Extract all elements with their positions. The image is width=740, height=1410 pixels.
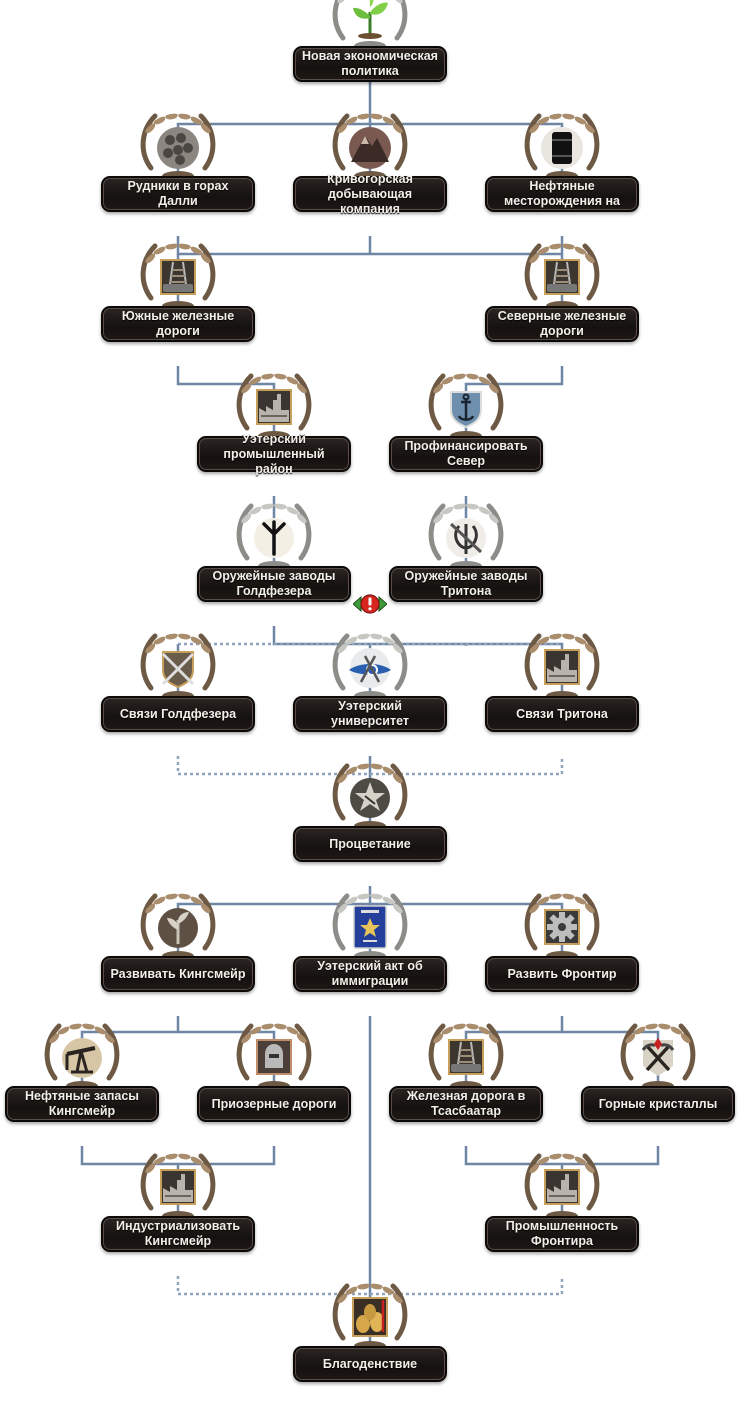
focus-goldfezer_arms[interactable]: Оружейные заводы Голдфезера	[194, 496, 354, 628]
focus-tsasbaatar_rail[interactable]: Железная дорога в Тсасбаатар	[386, 1016, 546, 1148]
focus-label[interactable]: Оружейные заводы Тритона	[389, 566, 543, 602]
focus-label[interactable]: Уэтерский промышленный район	[197, 436, 351, 472]
focus-label-text: Индустриализовать Кингсмейр	[109, 1219, 247, 1249]
focus-label-text: Развить Фронтир	[507, 967, 616, 982]
focus-label-text: Связи Голдфезера	[120, 707, 236, 722]
focus-label-text: Уэтерский промышленный район	[205, 432, 343, 477]
focus-kings_oil[interactable]: Нефтяные запасы Кингсмейр	[2, 1016, 162, 1148]
focus-label[interactable]: Нефтяные запасы Кингсмейр	[5, 1086, 159, 1122]
focus-label[interactable]: Горные кристаллы	[581, 1086, 735, 1122]
focus-label-text: Уэтерский акт об иммиграции	[301, 959, 439, 989]
focus-label[interactable]: Промышленность Фронтира	[485, 1216, 639, 1252]
focus-fund_north[interactable]: Профинансировать Север	[386, 366, 546, 498]
focus-label-text: Приозерные дороги	[212, 1097, 337, 1112]
focus-develop_kings[interactable]: Развивать Кингсмейр	[98, 886, 258, 1018]
focus-label[interactable]: Процветание	[293, 826, 447, 862]
focus-label[interactable]: Новая экономическая политика	[293, 46, 447, 82]
focus-label-text: Горные кристаллы	[599, 1097, 718, 1112]
focus-krivogor[interactable]: Кривогорская добывающая компания	[290, 106, 450, 238]
focus-label-text: Промышленность Фронтира	[493, 1219, 631, 1249]
focus-label[interactable]: Оружейные заводы Голдфезера	[197, 566, 351, 602]
focus-triton_arms[interactable]: Оружейные заводы Тритона	[386, 496, 546, 628]
focus-label-text: Южные железные дороги	[109, 309, 247, 339]
focus-lakeside_roads[interactable]: Приозерные дороги	[194, 1016, 354, 1148]
focus-label-text: Уэтерский университет	[301, 699, 439, 729]
focus-label[interactable]: Рудники в горах Далли	[101, 176, 255, 212]
focus-label-text: Оружейные заводы Тритона	[397, 569, 535, 599]
focus-label[interactable]: Уэтерский университет	[293, 696, 447, 732]
focus-label-text: Благоденствие	[323, 1357, 417, 1372]
focus-label[interactable]: Индустриализовать Кингсмейр	[101, 1216, 255, 1252]
focus-label[interactable]: Благоденствие	[293, 1346, 447, 1382]
focus-immigration[interactable]: Уэтерский акт об иммиграции	[290, 886, 450, 1018]
focus-label[interactable]: Связи Голдфезера	[101, 696, 255, 732]
focus-label[interactable]: Профинансировать Север	[389, 436, 543, 472]
focus-label[interactable]: Кривогорская добывающая компания	[293, 176, 447, 212]
focus-label[interactable]: Южные железные дороги	[101, 306, 255, 342]
focus-industrialize_kings[interactable]: Индустриализовать Кингсмейр	[98, 1146, 258, 1278]
focus-mountain_crystals[interactable]: Горные кристаллы	[578, 1016, 738, 1148]
focus-label[interactable]: Северные железные дороги	[485, 306, 639, 342]
focus-uet_university[interactable]: Уэтерский университет	[290, 626, 450, 758]
focus-develop_frontier[interactable]: Развить Фронтир	[482, 886, 642, 1018]
focus-frontier_industry[interactable]: Промышленность Фронтира	[482, 1146, 642, 1278]
focus-label[interactable]: Уэтерский акт об иммиграции	[293, 956, 447, 992]
focus-label-text: Оружейные заводы Голдфезера	[205, 569, 343, 599]
focus-north_rail[interactable]: Северные железные дороги	[482, 236, 642, 368]
focus-label-text: Нефтяные запасы Кингсмейр	[13, 1089, 151, 1119]
focus-label-text: Развивать Кингсмейр	[111, 967, 246, 982]
focus-goldfezer_ties[interactable]: Связи Голдфезера	[98, 626, 258, 758]
focus-label-text: Северные железные дороги	[493, 309, 631, 339]
focus-label-text: Профинансировать Север	[397, 439, 535, 469]
focus-prosperity[interactable]: Процветание	[290, 756, 450, 888]
mutually-exclusive-icon	[353, 592, 387, 616]
focus-label-text: Рудники в горах Далли	[109, 179, 247, 209]
focus-label-text: Железная дорога в Тсасбаатар	[397, 1089, 535, 1119]
focus-oil_fields[interactable]: Нефтяные месторождения на	[482, 106, 642, 238]
focus-welfare[interactable]: Благоденствие	[290, 1276, 450, 1408]
focus-label[interactable]: Приозерные дороги	[197, 1086, 351, 1122]
focus-dalli[interactable]: Рудники в горах Далли	[98, 106, 258, 238]
focus-label[interactable]: Железная дорога в Тсасбаатар	[389, 1086, 543, 1122]
focus-label[interactable]: Нефтяные месторождения на	[485, 176, 639, 212]
focus-label-text: Связи Тритона	[516, 707, 608, 722]
focus-label[interactable]: Развивать Кингсмейр	[101, 956, 255, 992]
focus-label-text: Кривогорская добывающая компания	[301, 172, 439, 217]
focus-label-text: Нефтяные месторождения на	[493, 179, 631, 209]
focus-south_rail[interactable]: Южные железные дороги	[98, 236, 258, 368]
focus-nep[interactable]: Новая экономическая политика	[290, 0, 450, 108]
focus-label-text: Новая экономическая политика	[301, 49, 439, 79]
focus-label[interactable]: Развить Фронтир	[485, 956, 639, 992]
focus-triton_ties[interactable]: Связи Тритона	[482, 626, 642, 758]
focus-label-text: Процветание	[329, 837, 411, 852]
focus-label[interactable]: Связи Тритона	[485, 696, 639, 732]
focus-uet_industry[interactable]: Уэтерский промышленный район	[194, 366, 354, 498]
